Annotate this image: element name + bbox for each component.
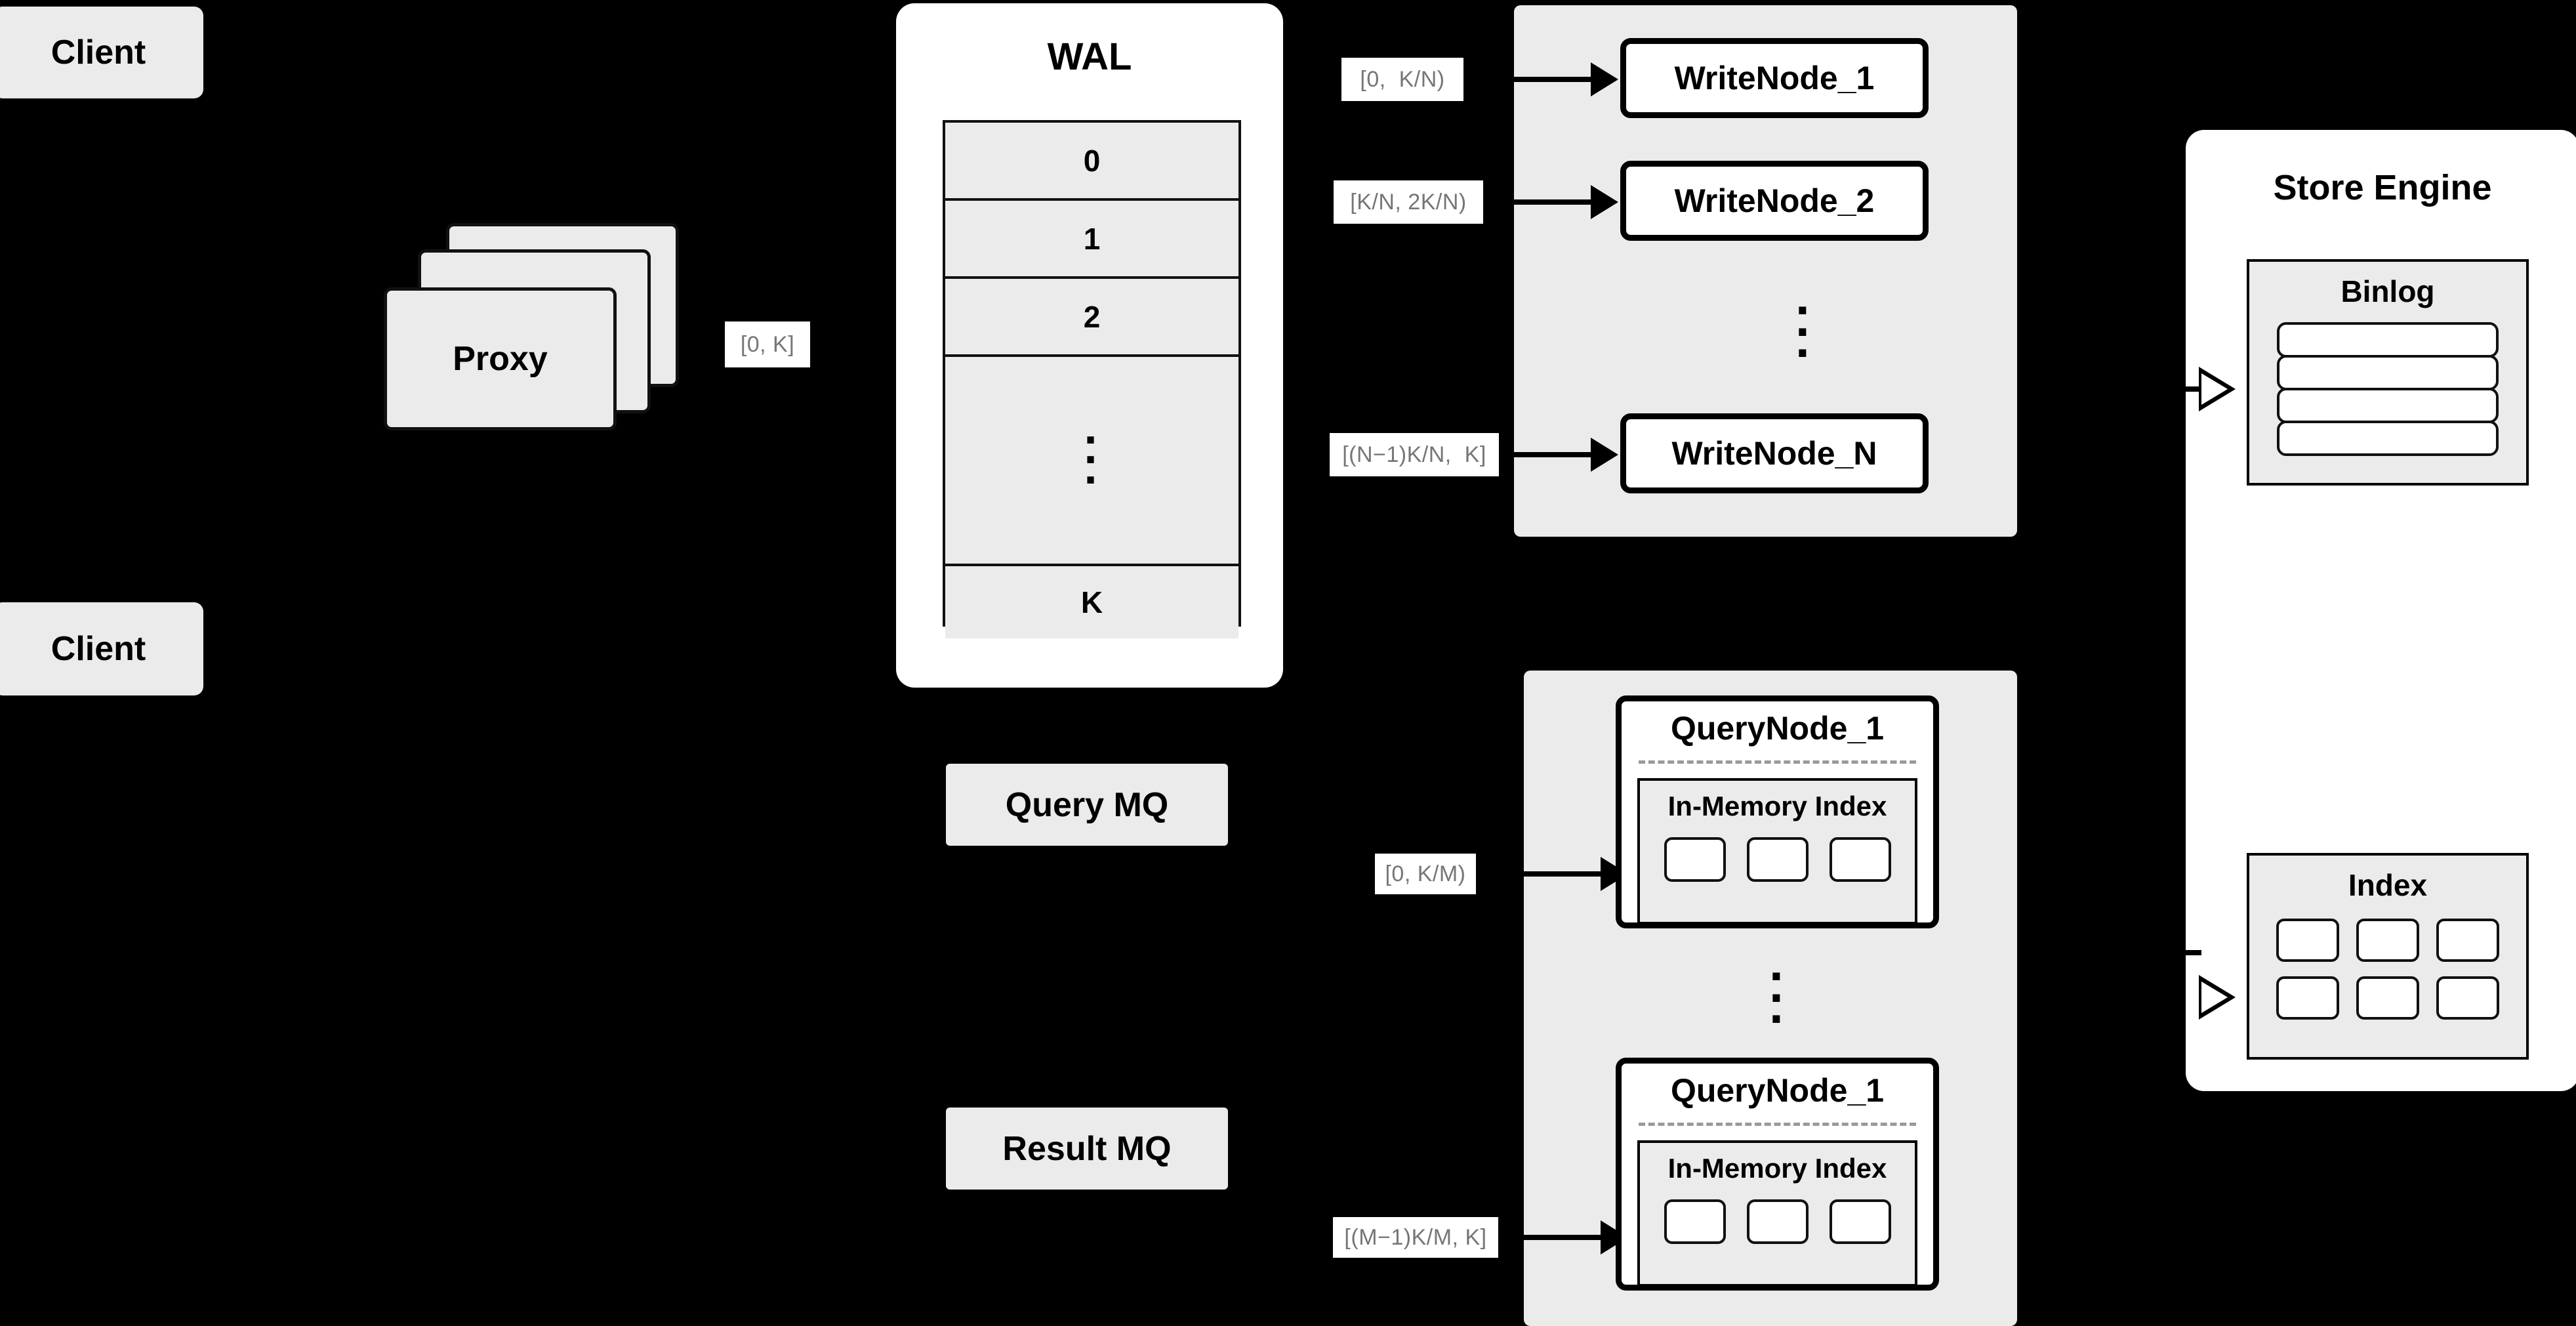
binlog-row[interactable] <box>2277 421 2499 456</box>
write-range-text-1: [0, K/N) <box>1360 67 1445 92</box>
query-mq-box[interactable]: Query MQ <box>946 764 1228 846</box>
write-range-text-n: [(N−1)K/N, K] <box>1342 442 1486 467</box>
query-node-1-index-box: In-Memory Index <box>1637 778 1917 924</box>
index-cell[interactable] <box>1829 1199 1891 1244</box>
binlog-title-text: Binlog <box>2341 274 2435 308</box>
store-index-cell[interactable] <box>2356 976 2419 1020</box>
write-node-n-arrow-head <box>1591 438 1618 472</box>
store-index-panel: Index <box>2247 853 2529 1060</box>
query-node-m-index-title: In-Memory Index <box>1640 1143 1915 1194</box>
write-node-2-arrow-head <box>1591 185 1618 219</box>
proxy-box[interactable]: Proxy <box>384 287 617 430</box>
store-engine-title: Store Engine <box>2186 167 2576 208</box>
query-node-m-label: QueryNode_1 <box>1670 1072 1885 1109</box>
store-index-cell[interactable] <box>2356 919 2419 962</box>
query-node-m-arrow-line <box>1524 1235 1603 1240</box>
write-node-1-arrow-line <box>1514 77 1593 82</box>
store-index-title: Index <box>2249 856 2526 915</box>
wal-dot: · <box>1084 453 1100 507</box>
proxy-output-range-label: [0, K] <box>725 321 810 367</box>
wal-row-label: K <box>1080 585 1103 619</box>
wal-row[interactable]: K <box>945 566 1238 638</box>
query-node-m-title: QueryNode_1 <box>1622 1064 1933 1117</box>
query-range-text-m: [(M−1)K/M, K] <box>1344 1225 1487 1250</box>
wal-row-label: 2 <box>1083 299 1101 334</box>
index-cell[interactable] <box>1829 837 1891 882</box>
write-node-1-label: WriteNode_1 <box>1674 60 1875 96</box>
wal-row-label: 1 <box>1083 221 1101 256</box>
write-node-1[interactable]: WriteNode_1 <box>1620 38 1929 118</box>
binlog-row[interactable] <box>2277 322 2499 358</box>
client-label-2: Client <box>51 630 146 668</box>
wal-row[interactable]: 2 <box>945 279 1238 357</box>
binlog-arrow-head <box>2199 367 2236 411</box>
index-cell[interactable] <box>1664 837 1726 882</box>
binlog-panel: Binlog <box>2247 259 2529 486</box>
client-box-1[interactable]: Client <box>0 7 203 98</box>
wal-title-text: WAL <box>1047 35 1132 78</box>
query-node-m[interactable]: QueryNode_1 In-Memory Index <box>1616 1058 1939 1291</box>
query-node-m-range-label: [(M−1)K/M, K] <box>1333 1217 1498 1258</box>
query-node-1-divider <box>1639 760 1916 764</box>
client-label-1: Client <box>51 33 146 72</box>
query-mq-label: Query MQ <box>1005 785 1169 824</box>
query-node-1-index-title: In-Memory Index <box>1640 781 1915 832</box>
wal-row-ellipsis: · · · <box>945 357 1238 566</box>
query-node-1-arrow-line <box>1524 871 1603 877</box>
binlog-title: Binlog <box>2249 262 2526 321</box>
wal-row[interactable]: 1 <box>945 201 1238 279</box>
store-index-cell[interactable] <box>2276 976 2339 1020</box>
write-dot: · <box>1795 323 1812 382</box>
binlog-row[interactable] <box>2277 388 2499 423</box>
binlog-arrow-line <box>2159 386 2201 392</box>
write-cluster-ellipsis: · · · <box>1732 269 1876 394</box>
result-mq-box[interactable]: Result MQ <box>946 1108 1228 1190</box>
query-range-text-1: [0, K/M) <box>1385 861 1466 886</box>
write-node-n-label: WriteNode_N <box>1671 435 1877 472</box>
index-title-text: In-Memory Index <box>1667 1153 1887 1184</box>
query-node-m-index-box: In-Memory Index <box>1637 1140 1917 1287</box>
store-index-title-text: Index <box>2348 868 2428 902</box>
binlog-row[interactable] <box>2277 355 2499 390</box>
result-mq-label: Result MQ <box>1002 1129 1172 1168</box>
write-node-1-range-label: [0, K/N) <box>1341 58 1463 101</box>
index-arrow-line <box>2159 950 2201 955</box>
query-node-1-range-label: [0, K/M) <box>1375 854 1476 894</box>
query-dot: · <box>1769 989 1786 1048</box>
index-title-text: In-Memory Index <box>1667 791 1887 821</box>
index-arrow-head <box>2199 975 2236 1020</box>
wal-row-label: 0 <box>1083 143 1101 178</box>
wal-row-list: 0 1 2 · · · K <box>943 120 1241 638</box>
write-node-2-range-label: [K/N, 2K/N) <box>1334 180 1483 224</box>
write-node-2-arrow-line <box>1514 199 1593 205</box>
write-node-n-arrow-line <box>1514 452 1593 457</box>
query-cluster-ellipsis: · · · <box>1706 935 1850 1060</box>
index-cell[interactable] <box>1746 1199 1809 1244</box>
query-node-1[interactable]: QueryNode_1 In-Memory Index <box>1616 695 1939 928</box>
store-engine-title-text: Store Engine <box>2273 168 2492 207</box>
proxy-range-text: [0, K] <box>740 332 795 357</box>
write-node-1-arrow-head <box>1591 62 1618 96</box>
write-node-2[interactable]: WriteNode_2 <box>1620 161 1929 241</box>
proxy-label: Proxy <box>453 340 548 378</box>
write-range-text-2: [K/N, 2K/N) <box>1350 190 1467 215</box>
index-cell[interactable] <box>1664 1199 1726 1244</box>
query-node-1-title: QueryNode_1 <box>1622 701 1933 755</box>
write-node-n[interactable]: WriteNode_N <box>1620 413 1929 493</box>
write-node-n-range-label: [(N−1)K/N, K] <box>1330 433 1499 476</box>
store-index-cell[interactable] <box>2436 976 2499 1020</box>
query-node-1-label: QueryNode_1 <box>1670 710 1885 747</box>
query-node-m-divider <box>1639 1123 1916 1126</box>
write-node-2-label: WriteNode_2 <box>1674 182 1875 219</box>
wal-title: WAL <box>896 35 1283 78</box>
wal-row[interactable]: 0 <box>945 123 1238 201</box>
store-index-cell[interactable] <box>2276 919 2339 962</box>
index-cell[interactable] <box>1746 837 1809 882</box>
client-box-2[interactable]: Client <box>0 602 203 695</box>
store-index-cell[interactable] <box>2436 919 2499 962</box>
